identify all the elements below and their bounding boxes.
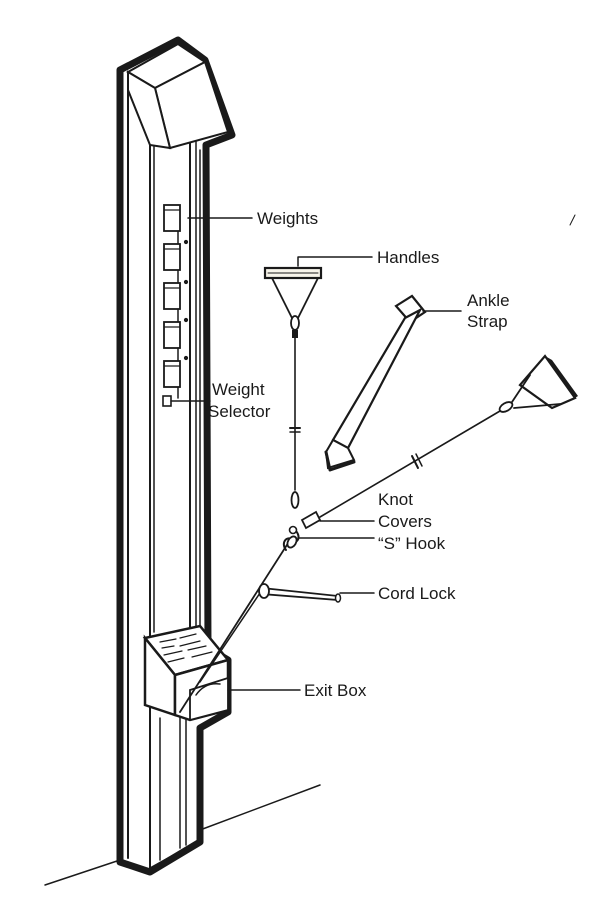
weight-plate <box>163 282 181 310</box>
label-ankle-strap-line2: Strap <box>467 312 508 331</box>
exit-box-instructions <box>159 633 213 663</box>
leader-lines <box>187 217 462 691</box>
label-handles: Handles <box>377 248 439 267</box>
weight-plate <box>163 321 181 349</box>
label-cord-lock: Cord Lock <box>378 584 456 603</box>
weight-plate <box>163 360 181 388</box>
label-exit-box: Exit Box <box>304 681 367 700</box>
label-weights: Weights <box>257 209 318 228</box>
label-s-hook: “S” Hook <box>378 534 446 553</box>
exit-cable <box>179 536 293 713</box>
label-knot-covers-line1: Knot <box>378 490 413 509</box>
weight-plate <box>163 243 181 271</box>
ankle-strap <box>324 294 427 472</box>
cord-lock <box>258 583 342 603</box>
weight-selector-pin <box>162 395 211 407</box>
handle-left <box>263 266 323 535</box>
label-weight-selector-line1: Weight <box>212 380 265 399</box>
s-hook <box>282 530 300 551</box>
weight-stack <box>163 204 189 399</box>
floor-lines <box>44 214 576 886</box>
label-ankle-strap-line1: Ankle <box>467 291 510 310</box>
weight-plate <box>163 204 181 232</box>
exit-box <box>142 624 231 722</box>
label-knot-covers-line2: Covers <box>378 512 432 531</box>
handle-right <box>300 354 578 530</box>
tower-top-cap <box>125 42 230 150</box>
label-weight-selector-line2: Selector <box>208 402 271 421</box>
